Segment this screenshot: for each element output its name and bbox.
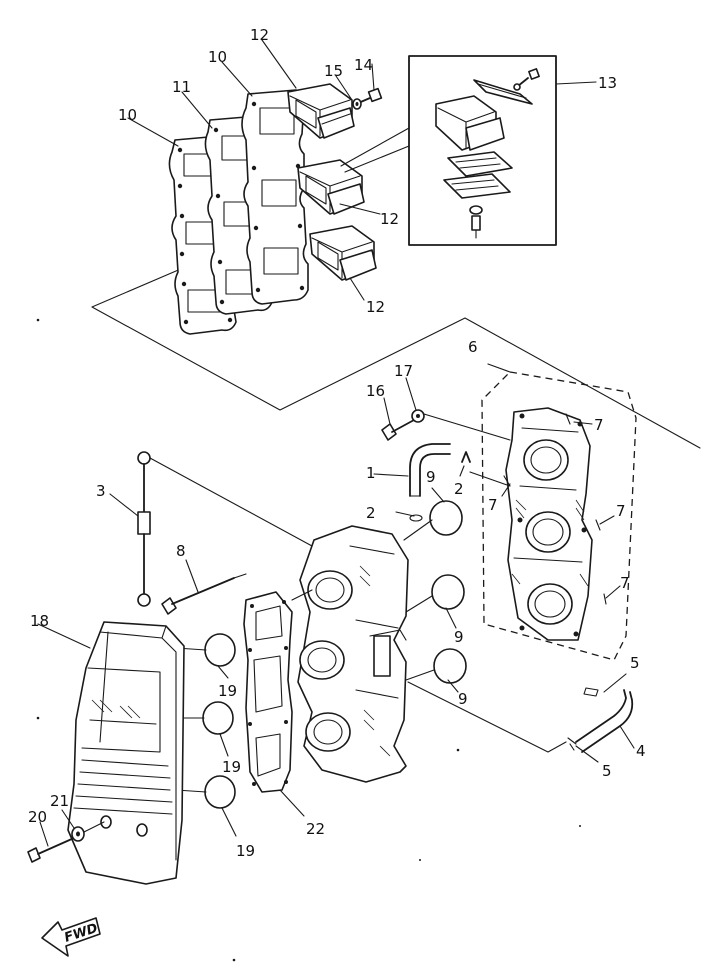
reed-valve-12-bottom (309, 225, 377, 281)
callout-4: 4 (636, 742, 646, 760)
reed-valve-detail-inset-13 (340, 55, 557, 246)
silencer-cover-18 (37, 621, 185, 885)
carburetor-body (297, 525, 409, 783)
callout-1: 1 (366, 464, 376, 482)
bolt-20 (27, 821, 75, 863)
fwd-arrow: FWD (41, 917, 101, 957)
callout-7: 7 (616, 502, 626, 520)
fwd-label: FWD (63, 921, 100, 946)
clip-5 (567, 673, 627, 763)
washer-17 (405, 377, 425, 423)
callout-19: 19 (222, 758, 241, 776)
gasket-22 (243, 589, 313, 817)
reed-valve-12-top (287, 83, 355, 139)
callout-20: 20 (28, 808, 47, 826)
washer-15 (352, 98, 362, 110)
hose-1 (373, 443, 451, 497)
callout-9: 9 (454, 628, 464, 646)
clip-7 (503, 413, 607, 605)
intake-gasket-group (91, 39, 701, 449)
callout-18: 18 (30, 612, 49, 630)
part-callouts: 1 2 2 3 4 5 5 6 7 7 7 7 8 9 9 9 10 10 11… (28, 26, 646, 860)
callout-12: 12 (380, 210, 399, 228)
callout-19: 19 (236, 842, 255, 860)
washer-21 (61, 809, 105, 842)
bolt-16 (381, 397, 415, 441)
callout-17: 17 (394, 362, 413, 380)
packing-9 (403, 487, 467, 693)
callout-22: 22 (306, 820, 325, 838)
callout-7: 7 (488, 496, 498, 514)
callout-5: 5 (630, 654, 640, 672)
callout-21: 21 (50, 792, 69, 810)
bolt-8 (161, 559, 247, 615)
callout-15: 15 (324, 62, 343, 80)
callout-7: 7 (594, 416, 604, 434)
gasket-10-rear (241, 89, 309, 305)
link-rod-3 (109, 451, 313, 607)
callout-8: 8 (176, 542, 186, 560)
callout-12: 12 (366, 298, 385, 316)
packing-19 (175, 633, 237, 837)
callout-2: 2 (366, 504, 376, 522)
callout-9: 9 (426, 468, 436, 486)
clip-2 (395, 451, 471, 522)
manifold-group (481, 363, 637, 661)
callout-13: 13 (598, 74, 617, 92)
callout-2: 2 (454, 480, 464, 498)
callout-3: 3 (96, 482, 106, 500)
callout-10: 10 (208, 48, 227, 66)
callout-6: 6 (468, 338, 478, 356)
callout-9: 9 (458, 690, 468, 708)
callout-16: 16 (366, 382, 385, 400)
callout-14: 14 (354, 56, 373, 74)
callout-11: 11 (172, 78, 191, 96)
callout-12: 12 (250, 26, 269, 44)
callout-7: 7 (620, 574, 630, 592)
callout-10: 10 (118, 106, 137, 124)
callout-19: 19 (218, 682, 237, 700)
callout-5: 5 (602, 762, 612, 780)
reed-valve-12-middle (297, 159, 365, 215)
hose-4 (575, 689, 635, 753)
bolt-14 (355, 87, 383, 105)
